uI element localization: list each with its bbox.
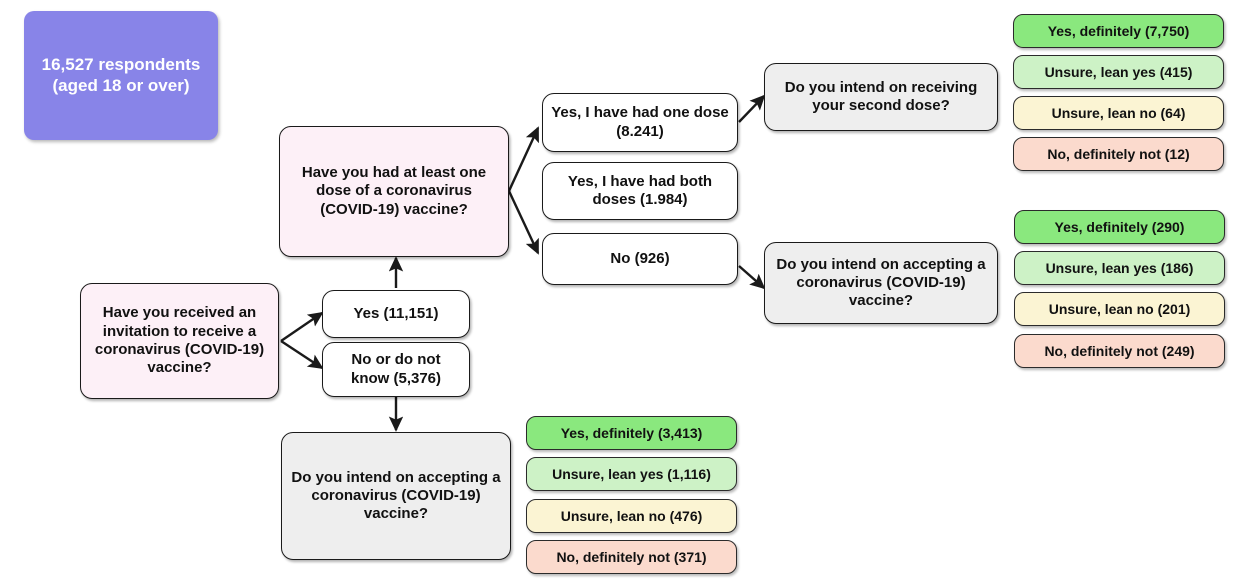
node-question-accept-intent-no-invite-label: Do you intend on accepting a coronavirus… bbox=[291, 468, 501, 523]
node-question-invitation: Have you received an invitation to recei… bbox=[80, 283, 279, 399]
node-root-label: 16,527 respondents (aged 18 or over) bbox=[41, 54, 201, 95]
edge-invitation-to-no bbox=[280, 339, 324, 370]
node-root-respondents: 16,527 respondents (aged 18 or over) bbox=[24, 11, 218, 140]
option-second-dose-no-definitely-not: No, definitely not (12) bbox=[1013, 137, 1224, 171]
option-label: Yes, definitely (7,750) bbox=[1047, 23, 1190, 39]
node-question-second-dose-intent: Do you intend on receiving your second d… bbox=[764, 63, 998, 131]
option-label: Unsure, lean no (476) bbox=[560, 508, 703, 524]
node-question-accept-intent-no-dose-label: Do you intend on accepting a coronavirus… bbox=[776, 255, 986, 310]
node-answer-invitation-no: No or do not know (5,376) bbox=[322, 342, 470, 397]
option-second-dose-yes-definitely: Yes, definitely (7,750) bbox=[1013, 14, 1224, 48]
option-second-dose-unsure-lean-no: Unsure, lean no (64) bbox=[1013, 96, 1224, 130]
option-label: Yes, definitely (290) bbox=[1054, 219, 1185, 235]
node-answer-no-dose: No (926) bbox=[542, 233, 738, 285]
node-answer-one-dose-label: Yes, I have had one dose (8.241) bbox=[551, 104, 729, 140]
node-answer-both-doses: Yes, I have had both doses (1.984) bbox=[542, 162, 738, 220]
edge-dose-question-to-one-dose bbox=[507, 126, 540, 192]
option-label: Yes, definitely (3,413) bbox=[560, 425, 703, 441]
option-label: Unsure, lean yes (1,116) bbox=[552, 466, 711, 482]
node-question-at-least-one-dose-label: Have you had at least one dose of a coro… bbox=[301, 164, 487, 218]
edge-none-to-accept-question bbox=[738, 265, 766, 290]
node-answer-invitation-yes: Yes (11,151) bbox=[322, 290, 470, 338]
option-second-dose-unsure-lean-yes: Unsure, lean yes (415) bbox=[1013, 55, 1224, 89]
node-answer-invitation-no-label: No or do not know (5,376) bbox=[350, 351, 442, 387]
option-label: No, definitely not (12) bbox=[1047, 146, 1190, 162]
node-question-invitation-label: Have you received an invitation to recei… bbox=[94, 304, 265, 377]
node-answer-no-dose-label: No (926) bbox=[610, 249, 670, 267]
option-label: Unsure, lean yes (415) bbox=[1044, 64, 1193, 80]
edge-dose-question-to-none bbox=[507, 190, 540, 255]
node-answer-both-doses-label: Yes, I have had both doses (1.984) bbox=[567, 172, 713, 208]
option-accept-no-dose-no-definitely-not: No, definitely not (249) bbox=[1014, 334, 1225, 368]
node-question-at-least-one-dose: Have you had at least one dose of a coro… bbox=[279, 126, 509, 257]
option-accept-no-dose-unsure-lean-no: Unsure, lean no (201) bbox=[1014, 292, 1225, 326]
edge-invitation-to-yes bbox=[280, 311, 324, 342]
option-label: No, definitely not (249) bbox=[1044, 343, 1195, 359]
node-answer-invitation-yes-label: Yes (11,151) bbox=[353, 304, 439, 322]
option-label: Unsure, lean no (201) bbox=[1048, 301, 1191, 317]
option-accept-no-dose-unsure-lean-yes: Unsure, lean yes (186) bbox=[1014, 251, 1225, 285]
option-accept-no-invite-yes-definitely: Yes, definitely (3,413) bbox=[526, 416, 737, 450]
node-question-accept-intent-no-dose: Do you intend on accepting a coronavirus… bbox=[764, 242, 998, 324]
node-question-second-dose-intent-label: Do you intend on receiving your second d… bbox=[784, 78, 978, 114]
node-question-accept-intent-no-invite: Do you intend on accepting a coronavirus… bbox=[281, 432, 511, 560]
option-label: Unsure, lean yes (186) bbox=[1045, 260, 1194, 276]
option-accept-no-invite-unsure-lean-no: Unsure, lean no (476) bbox=[526, 499, 737, 533]
option-accept-no-invite-unsure-lean-yes: Unsure, lean yes (1,116) bbox=[526, 457, 737, 491]
option-accept-no-invite-no-definitely-not: No, definitely not (371) bbox=[526, 540, 737, 574]
option-label: Unsure, lean no (64) bbox=[1051, 105, 1186, 121]
option-accept-no-dose-yes-definitely: Yes, definitely (290) bbox=[1014, 210, 1225, 244]
edge-one-dose-to-second-dose bbox=[738, 94, 766, 123]
node-answer-one-dose: Yes, I have had one dose (8.241) bbox=[542, 93, 738, 152]
option-label: No, definitely not (371) bbox=[556, 549, 707, 565]
